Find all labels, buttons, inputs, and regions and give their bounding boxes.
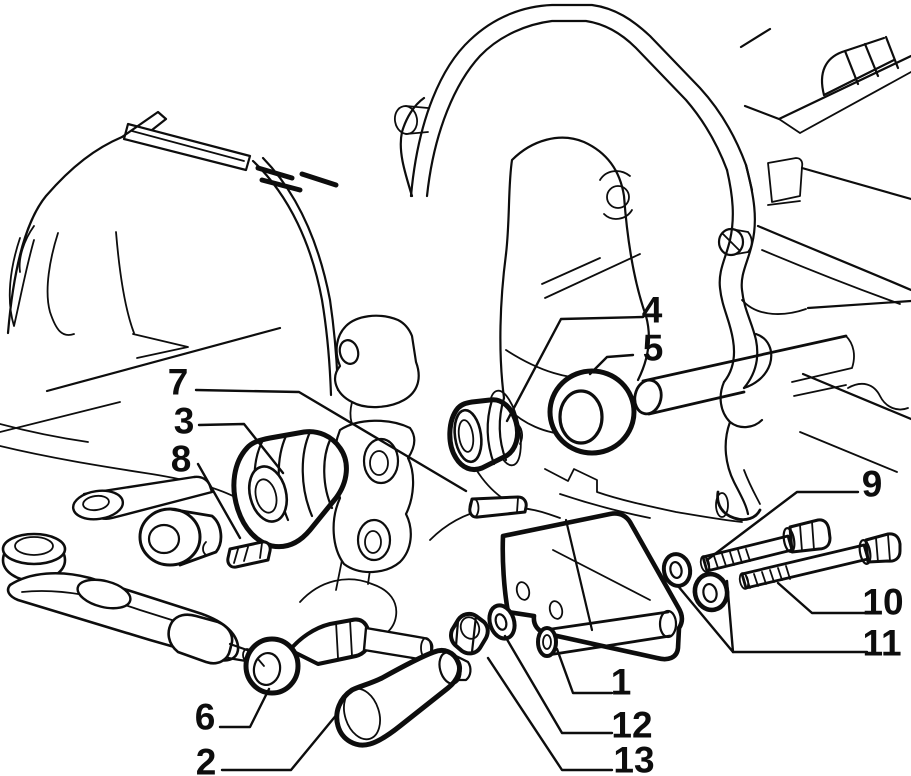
- callout-number-4[interactable]: 4: [642, 290, 663, 331]
- callout-leader-10: [776, 581, 867, 615]
- gearbox-outline: [488, 27, 911, 523]
- callout-leader-13: [486, 656, 614, 772]
- pin-8: [226, 540, 272, 569]
- bushing-4: [447, 396, 523, 473]
- callout-leader-branch-11: [725, 579, 735, 654]
- bell-housing-outline: [0, 110, 340, 498]
- callout-number-13[interactable]: 13: [613, 740, 654, 776]
- selector-rod: [633, 334, 855, 416]
- callout-number-5[interactable]: 5: [643, 328, 664, 369]
- boot-2: [334, 647, 472, 748]
- callout-number-8[interactable]: 8: [171, 439, 192, 480]
- damper-5: [547, 368, 637, 456]
- bracket-1: [500, 511, 685, 662]
- callout-leader-12: [503, 634, 614, 735]
- callout-leader-9: [705, 490, 860, 562]
- callout-number-2[interactable]: 2: [196, 742, 217, 776]
- callout-leader-3: [197, 422, 285, 475]
- callout-leader-1: [555, 647, 614, 695]
- callout-number-1[interactable]: 1: [611, 662, 632, 703]
- washer-12: [487, 603, 517, 641]
- callout-number-9[interactable]: 9: [862, 464, 883, 505]
- callout-number-3[interactable]: 3: [174, 401, 195, 442]
- callout-number-10[interactable]: 10: [862, 582, 903, 623]
- lever-bracket: [71, 475, 223, 567]
- link-6: [243, 617, 434, 696]
- callout-number-11[interactable]: 11: [862, 623, 901, 664]
- lever-arm: [1, 532, 252, 665]
- callout-leader-4: [505, 315, 645, 423]
- callout-number-12[interactable]: 12: [611, 705, 652, 746]
- callout-leader-6: [218, 687, 271, 729]
- callout-number-6[interactable]: 6: [195, 697, 216, 738]
- washers-11: [661, 552, 730, 613]
- nut-13: [449, 611, 490, 656]
- pin-7: [468, 495, 528, 519]
- callout-leader-7: [194, 388, 468, 493]
- callout-number-7[interactable]: 7: [168, 362, 189, 403]
- callout-leader-5: [588, 353, 635, 376]
- bolt-9: [699, 518, 832, 573]
- callout-leader-2: [220, 711, 340, 772]
- bushing-3: [231, 429, 349, 550]
- callout-leader-8: [196, 462, 242, 540]
- bolt-10: [738, 532, 902, 590]
